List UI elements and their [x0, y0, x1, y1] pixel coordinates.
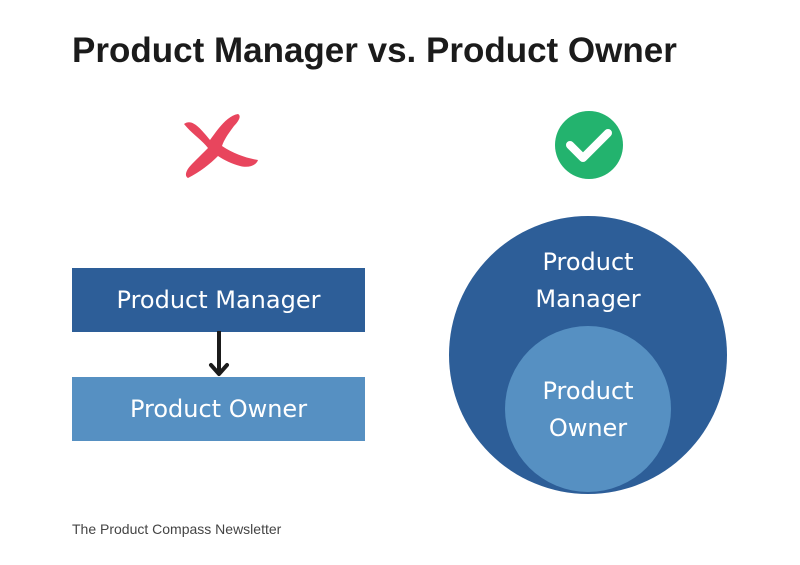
footer-credit: The Product Compass Newsletter [72, 521, 282, 537]
check-icon [555, 111, 623, 179]
product-manager-circle-label-line1: Product [542, 248, 634, 276]
product-manager-circle-label-line2: Manager [535, 285, 641, 313]
product-owner-box-label: Product Owner [129, 395, 308, 423]
product-owner-circle-label: Product Owner [505, 373, 671, 447]
product-owner-circle-label-line2: Owner [548, 414, 628, 442]
product-owner-box: Product Owner [72, 377, 365, 441]
cross-icon [184, 114, 258, 178]
product-manager-circle-label: Product Manager [488, 244, 688, 318]
arrow-down-icon [209, 331, 229, 376]
product-manager-box: Product Manager [72, 268, 365, 332]
product-manager-box-label: Product Manager [116, 286, 321, 314]
product-owner-circle-label-line1: Product [542, 377, 634, 405]
product-owner-circle [505, 326, 671, 492]
page-title: Product Manager vs. Product Owner [72, 31, 677, 70]
